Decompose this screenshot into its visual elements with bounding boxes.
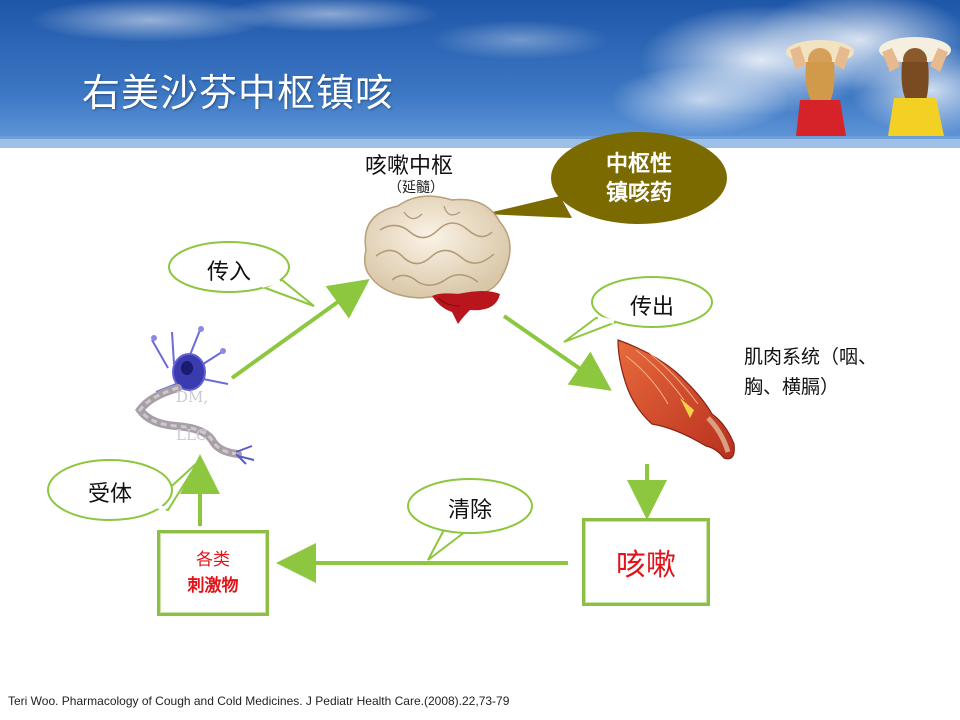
- stimuli-label-line1: 各类: [196, 550, 230, 570]
- clear-bubble-text: 清除: [447, 498, 492, 523]
- cough-center-sublabel: （延髓）: [388, 180, 444, 196]
- slide-title: 右美沙芬中枢镇咳: [82, 71, 395, 115]
- arrow-afferent: [230, 278, 370, 380]
- afferent-bubble-text: 传入: [206, 260, 251, 285]
- stimuli-box: 各类 刺激物: [157, 530, 269, 616]
- drug-callout-bubble: [484, 132, 727, 224]
- cough-box: 咳嗽: [582, 518, 710, 606]
- cough-center-label: 咳嗽中枢: [365, 154, 454, 179]
- muscle-system-label-line1: 肌肉系统（咽、: [744, 346, 878, 368]
- drug-label-line1: 中枢性: [605, 152, 672, 177]
- neuron-watermark-line1: DM,: [176, 388, 208, 406]
- afferent-bubble: [168, 241, 315, 307]
- neuron-watermark-line2: LLC: [176, 426, 207, 444]
- brain-illustration: [363, 195, 511, 324]
- girl-yellow-figure: [879, 37, 951, 136]
- muscle-illustration: [617, 339, 735, 460]
- muscle-system-label-line2: 胸、横膈）: [744, 376, 840, 398]
- receptor-bubble: [47, 459, 199, 521]
- citation-footer: Teri Woo. Pharmacology of Cough and Cold…: [8, 694, 510, 708]
- cough-label: 咳嗽: [616, 548, 676, 583]
- stimuli-label-line2: 刺激物: [187, 576, 239, 596]
- girl-red-figure: [786, 40, 854, 136]
- receptor-bubble-text: 受体: [87, 482, 132, 507]
- clear-bubble: [407, 478, 533, 561]
- efferent-bubble: [563, 276, 713, 343]
- efferent-bubble-text: 传出: [629, 295, 674, 320]
- drug-label-line2: 镇咳药: [605, 181, 672, 206]
- neuron-illustration: DM, LLC: [135, 326, 255, 465]
- arrow-efferent: [502, 314, 612, 391]
- banner-sky-graphic: [0, 0, 960, 148]
- drug-callout-text: 中枢性 镇咳药: [568, 150, 710, 208]
- header-banner: [0, 0, 960, 148]
